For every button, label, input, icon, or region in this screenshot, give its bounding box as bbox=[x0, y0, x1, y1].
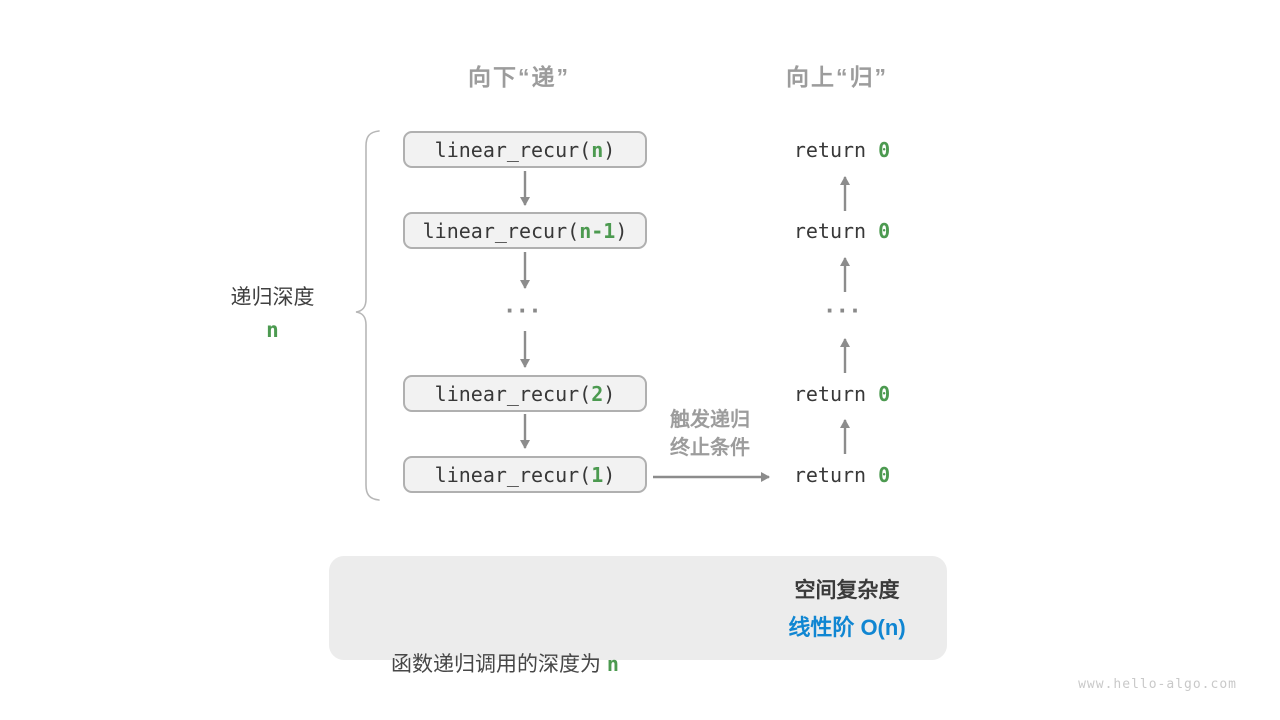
site-watermark: www.hello-algo.com bbox=[1078, 677, 1237, 692]
call-box-1-text: linear_recur(1) bbox=[434, 462, 616, 487]
return-label-4: return 0 bbox=[793, 463, 891, 487]
base-case-trigger-line1: 触发递归 bbox=[670, 409, 750, 431]
header-downward-recurse: 向下“递” bbox=[468, 64, 570, 90]
call-box-n: linear_recur(n) bbox=[403, 131, 647, 168]
summary-explanation-line1: 函数递归调用的深度为 n bbox=[391, 652, 619, 676]
complexity-summary-box bbox=[329, 556, 947, 660]
return-label-1: return 0 bbox=[793, 138, 891, 162]
call-stack-ellipsis: ··· bbox=[506, 295, 544, 325]
call-box-n-text: linear_recur(n) bbox=[434, 137, 616, 162]
call-box-1: linear_recur(1) bbox=[403, 456, 647, 493]
return-label-2: return 0 bbox=[793, 219, 891, 243]
call-box-n-minus-1-text: linear_recur(n-1) bbox=[422, 218, 628, 243]
space-complexity-title: 空间复杂度 bbox=[794, 579, 900, 602]
returns-ellipsis: ··· bbox=[826, 295, 864, 325]
space-complexity-value: 线性阶 O(n) bbox=[788, 615, 906, 640]
call-box-2-text: linear_recur(2) bbox=[434, 381, 616, 406]
base-case-trigger-label: 触发递归 终止条件 bbox=[647, 406, 773, 462]
call-box-n-minus-1: linear_recur(n-1) bbox=[403, 212, 647, 249]
summary-explanation: 函数递归调用的深度为 n 共使用 O(n) 的栈帧空间 bbox=[340, 572, 670, 720]
base-case-trigger-line2: 终止条件 bbox=[670, 437, 750, 459]
call-box-2: linear_recur(2) bbox=[403, 375, 647, 412]
summary-conclusion: 空间复杂度 线性阶 O(n) bbox=[752, 572, 942, 646]
return-label-3: return 0 bbox=[793, 382, 891, 406]
header-upward-return: 向上“归” bbox=[786, 64, 888, 90]
recursion-depth-variable: n bbox=[266, 318, 279, 342]
recursion-depth-label: 递归深度 bbox=[230, 286, 315, 309]
recursion-depth-brace bbox=[355, 130, 380, 501]
